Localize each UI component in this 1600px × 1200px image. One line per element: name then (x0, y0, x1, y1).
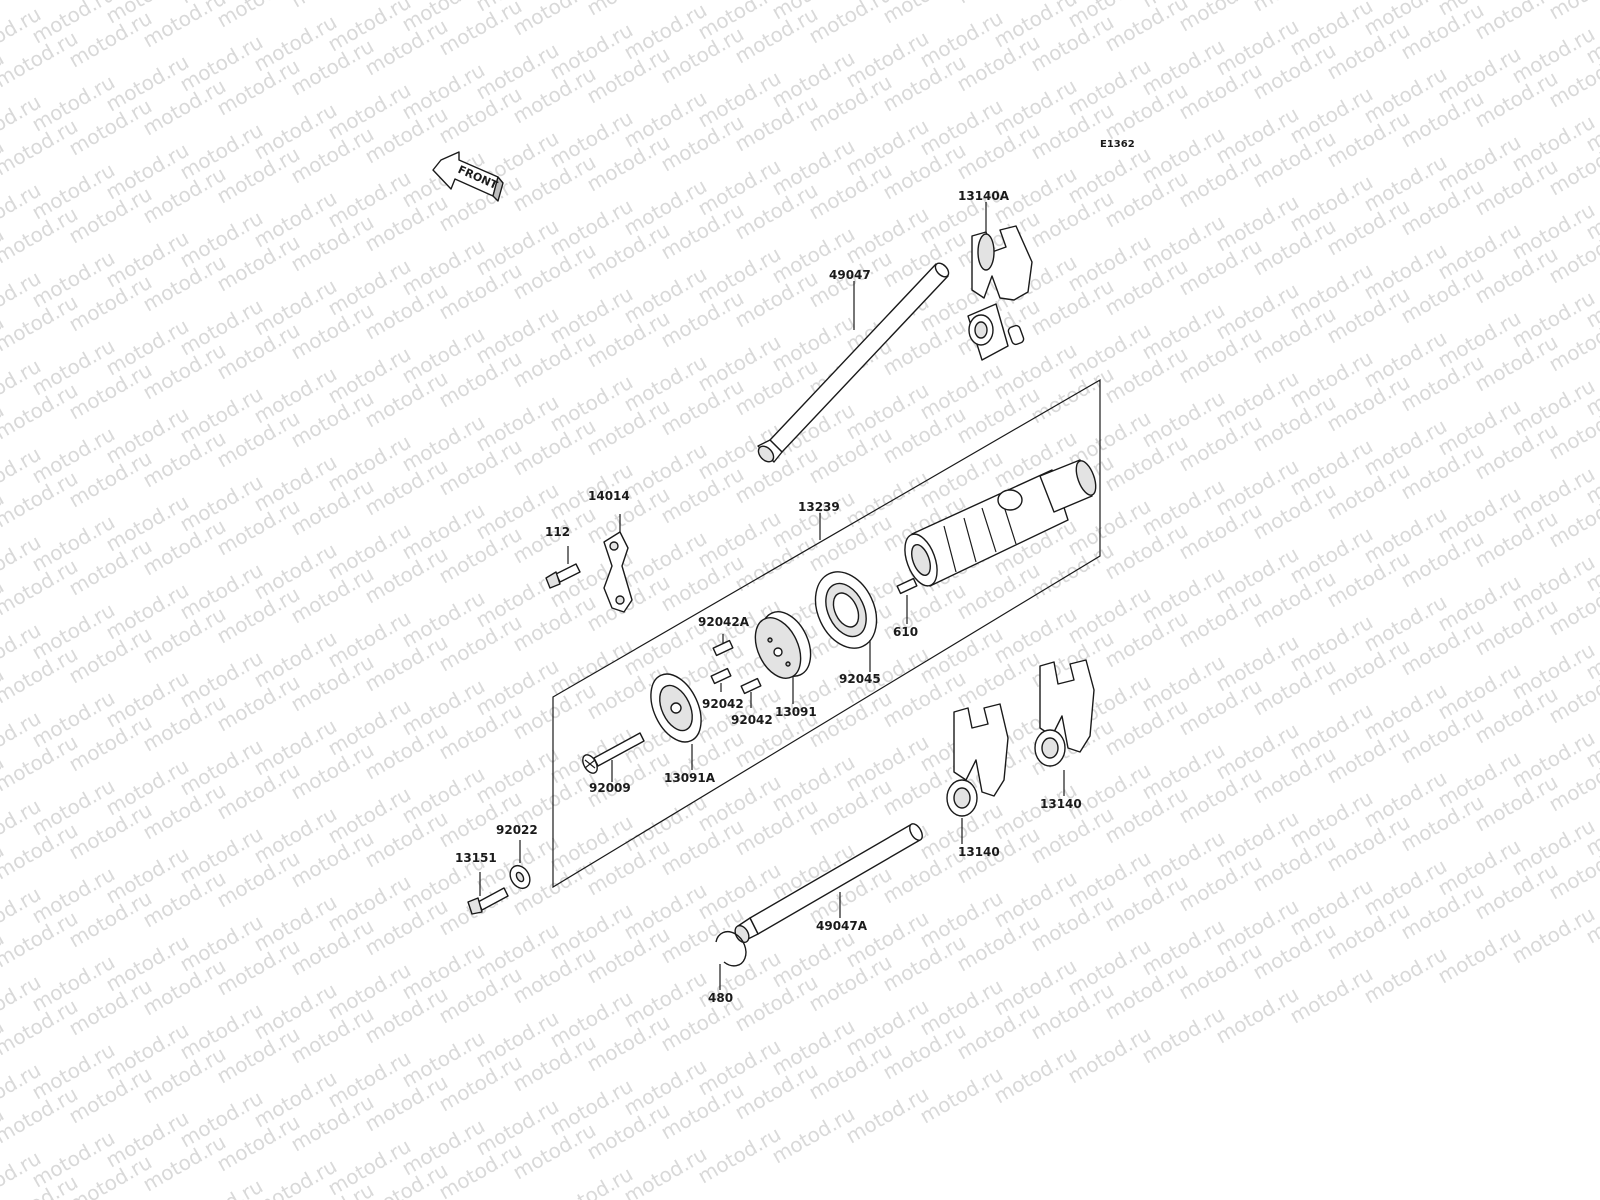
label-13140A: 13140A (958, 189, 1010, 203)
holder-13091[interactable] (746, 604, 820, 704)
label-13091A: 13091A (664, 771, 716, 785)
shift-drum-13239[interactable] (899, 458, 1100, 590)
label-112: 112 (545, 525, 570, 539)
label-13140-upper: 13140 (1040, 797, 1082, 811)
shift-fork-13140-lower[interactable] (946, 703, 1009, 844)
label-13239: 13239 (798, 500, 840, 514)
pin-92042A[interactable] (712, 634, 734, 657)
label-14014: 14014 (588, 489, 630, 503)
front-arrow-icon: FRONT (432, 151, 504, 202)
label-49047A: 49047A (816, 919, 868, 933)
washer-92022[interactable] (506, 840, 534, 892)
shift-rod-49047[interactable] (755, 261, 951, 465)
plate-13091A[interactable] (641, 666, 711, 770)
label-92045: 92045 (839, 672, 881, 686)
circlip-480[interactable] (715, 930, 747, 990)
label-610: 610 (893, 625, 918, 639)
pin-92042-upper[interactable] (710, 667, 732, 692)
label-92009: 92009 (589, 781, 631, 795)
pin-610[interactable] (896, 577, 918, 624)
pin-92042-lower[interactable] (740, 677, 762, 708)
label-13140-lower: 13140 (958, 845, 1000, 859)
label-92042-lower: 92042 (731, 713, 773, 727)
label-92022: 92022 (496, 823, 538, 837)
bolt-13151[interactable] (467, 872, 509, 915)
label-13091: 13091 (775, 705, 817, 719)
diagram-code: E1362 (1100, 139, 1135, 150)
plate-14014[interactable] (603, 514, 633, 613)
bearing-92045[interactable] (804, 562, 889, 672)
assembly-group-outline (552, 378, 1101, 889)
label-480: 480 (708, 991, 733, 1005)
label-92042-upper: 92042 (702, 697, 744, 711)
label-92042A: 92042A (698, 615, 750, 629)
screw-92009[interactable] (580, 732, 645, 782)
bolt-112[interactable] (545, 546, 581, 589)
label-49047: 49047 (829, 268, 871, 282)
label-13151: 13151 (455, 851, 497, 865)
shift-fork-13140A[interactable] (967, 225, 1033, 361)
shift-fork-13140-upper[interactable] (1034, 659, 1095, 796)
